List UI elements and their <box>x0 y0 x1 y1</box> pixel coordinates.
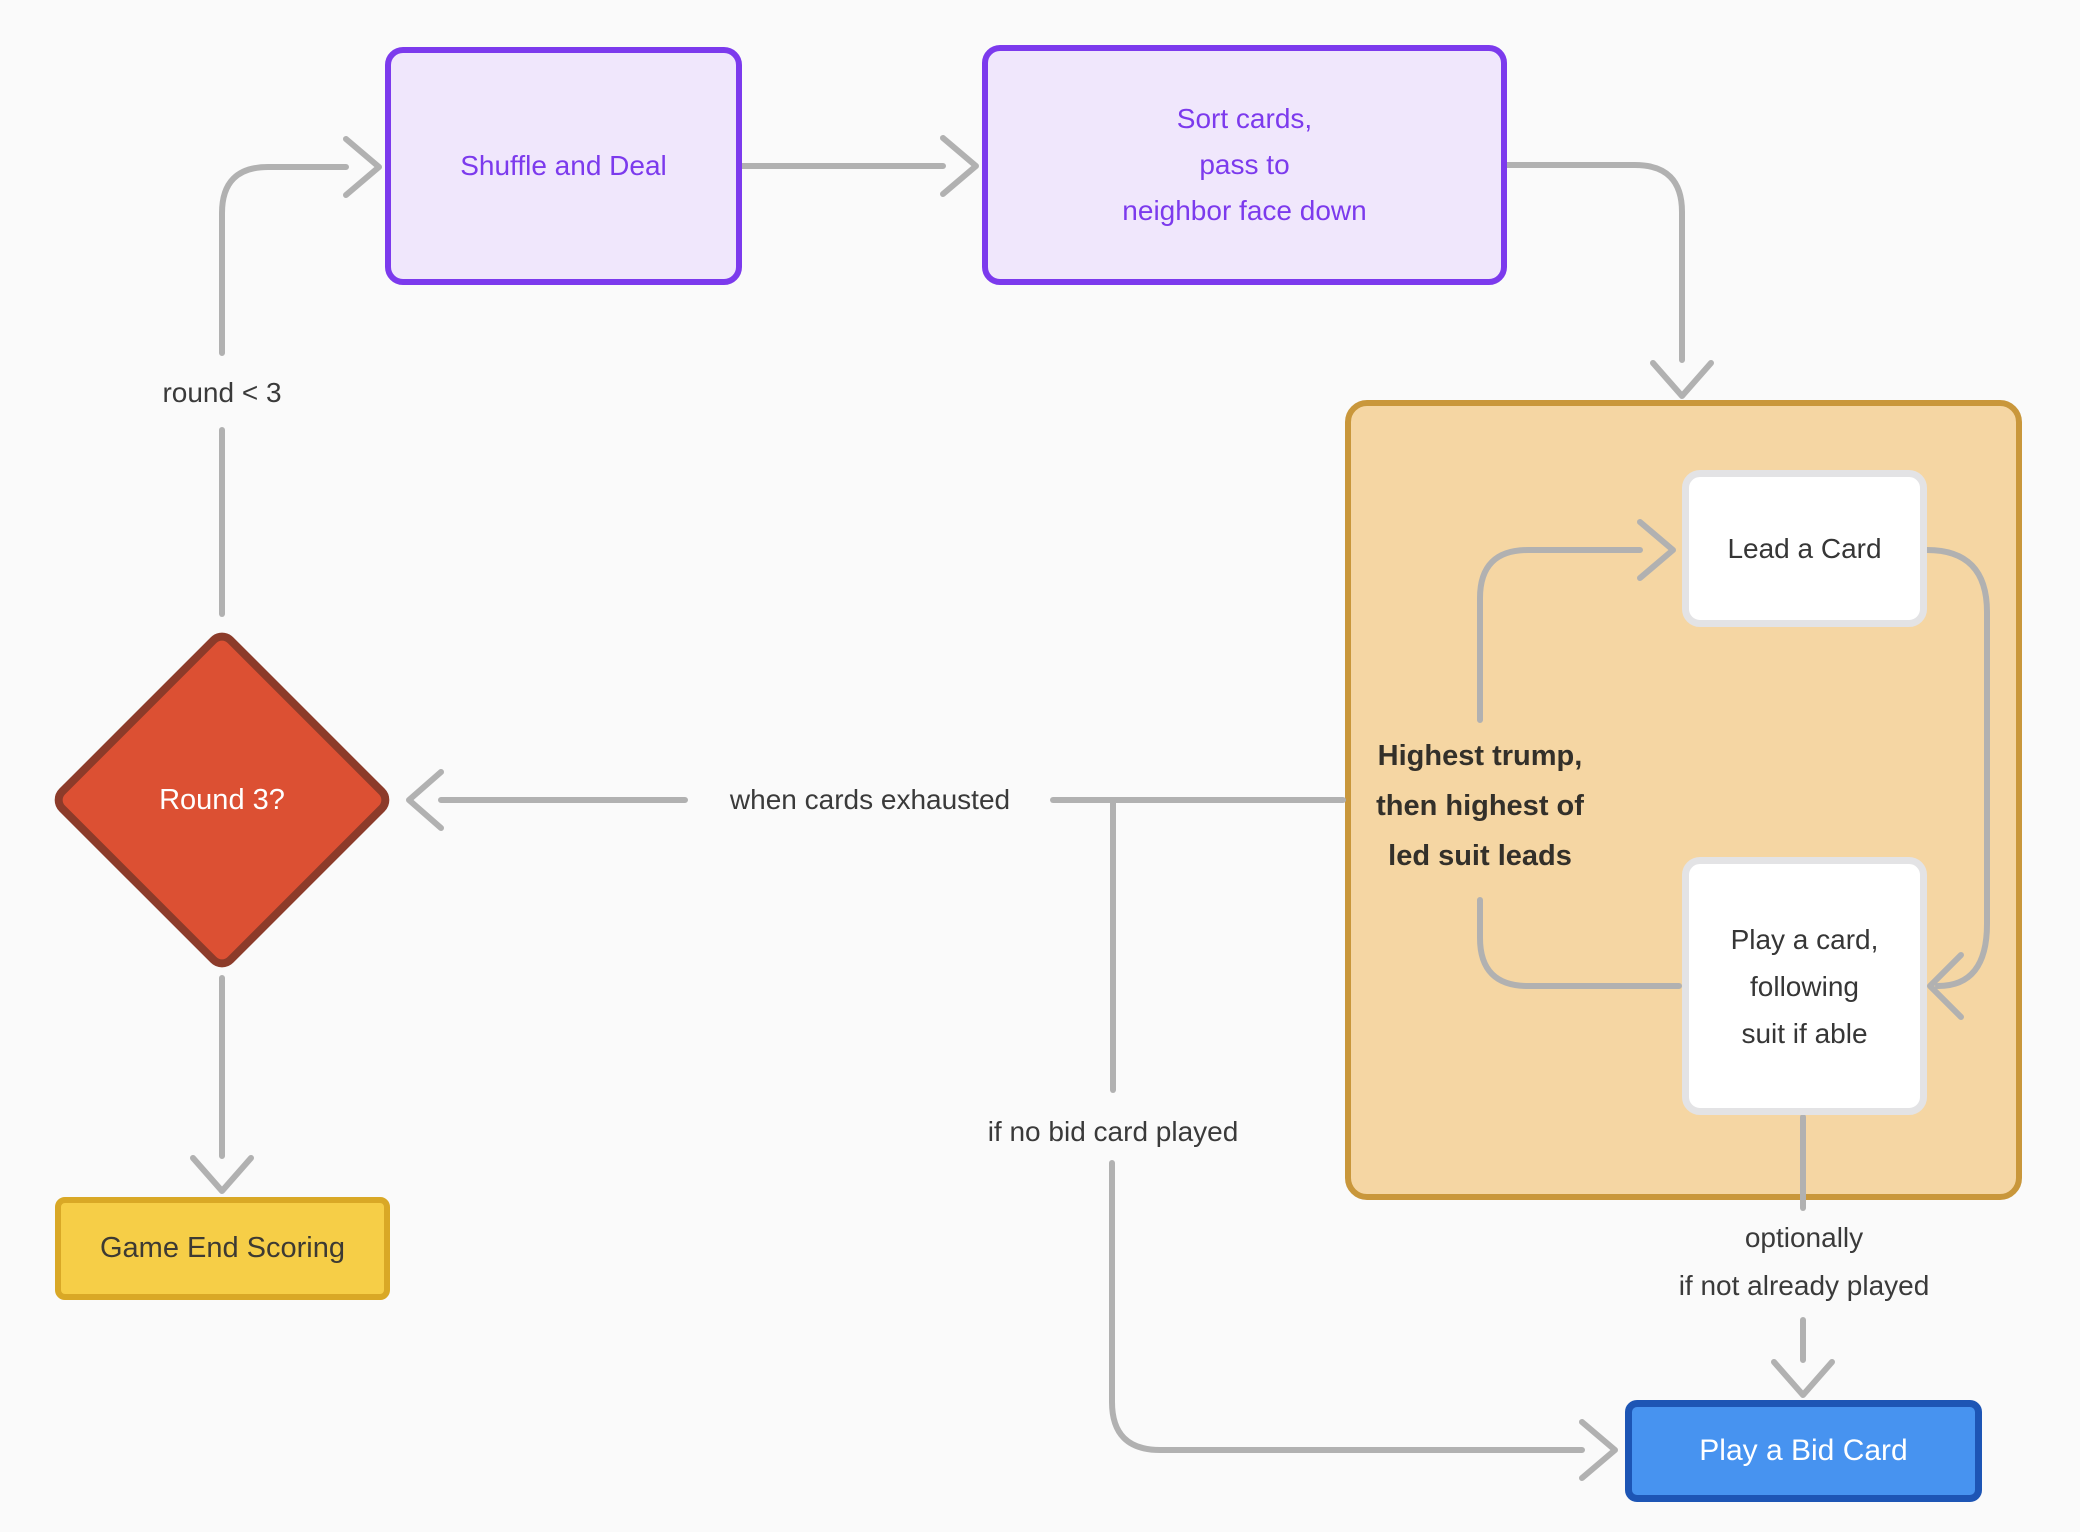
edge-label-trick-rule-line2: then highest of <box>1376 790 1584 822</box>
node-sort-cards-line3: neighbor face down <box>1122 195 1367 226</box>
node-shuffle-and-deal: Shuffle and Deal <box>385 47 742 285</box>
node-sort-cards-line1: Sort cards, <box>1176 103 1313 134</box>
decision-round3-label: Round 3? <box>99 677 345 923</box>
edge-play-to-trickrule-label <box>1477 897 1682 989</box>
decision-round3-text: Round 3? <box>159 783 285 816</box>
edge-label-trick-rule-line3: led suit leads <box>1388 840 1572 872</box>
node-game-end-scoring-label: Game End Scoring <box>99 1232 345 1264</box>
node-lead-a-card: Lead a Card <box>1682 470 1927 627</box>
edge-trickrule-label-to-lead-arrow <box>1477 519 1676 723</box>
node-play-a-card-line2: following <box>1750 970 1859 1002</box>
node-play-a-bid-card-label: Play a Bid Card <box>1699 1434 1908 1467</box>
node-play-a-card-line3: suit if able <box>1741 1017 1868 1049</box>
node-lead-a-card-label: Lead a Card <box>1727 532 1882 564</box>
node-game-end-scoring: Game End Scoring <box>55 1197 390 1300</box>
edge-label-optionally-line1: optionally <box>1744 1222 1864 1253</box>
edge-nobid-label-to-bid-arrow <box>1109 1160 1618 1481</box>
edge-lead-to-play-arrow <box>1924 547 1990 1020</box>
edge-label-trick-rule: Highest trump, then highest of led suit … <box>1376 731 1584 881</box>
edge-label-trick-rule-line1: Highest trump, <box>1377 740 1583 772</box>
edge-round3-to-gameend-arrow <box>190 975 254 1194</box>
node-play-a-card: Play a card, following suit if able <box>1682 857 1927 1115</box>
edge-label-when-cards-exhausted: when cards exhausted <box>729 784 1011 815</box>
edge-label-if-no-bid-card-played: if no bid card played <box>987 1116 1239 1147</box>
node-play-a-card-line1: Play a card, <box>1730 923 1879 955</box>
node-sort-cards: Sort cards, pass to neighbor face down <box>982 45 1507 285</box>
edge-exhausted-label-to-round3-arrow <box>406 769 688 831</box>
edge-shuffle-to-sort-arrow <box>739 135 979 197</box>
edge-round3-to-shuffle-upper-arrow <box>219 136 382 356</box>
edge-sort-to-group-arrow <box>1504 162 1714 399</box>
edge-label-optionally-line2: if not already played <box>1678 1270 1930 1301</box>
node-shuffle-and-deal-label: Shuffle and Deal <box>460 150 667 181</box>
edge-optionally-label-to-bid-arrow <box>1771 1317 1835 1398</box>
node-sort-cards-line2: pass to <box>1199 149 1290 180</box>
node-play-a-bid-card: Play a Bid Card <box>1625 1400 1982 1502</box>
edge-label-round-less-than-3: round < 3 <box>162 377 282 408</box>
edge-label-optionally: optionally if not already played <box>1679 1214 1930 1310</box>
